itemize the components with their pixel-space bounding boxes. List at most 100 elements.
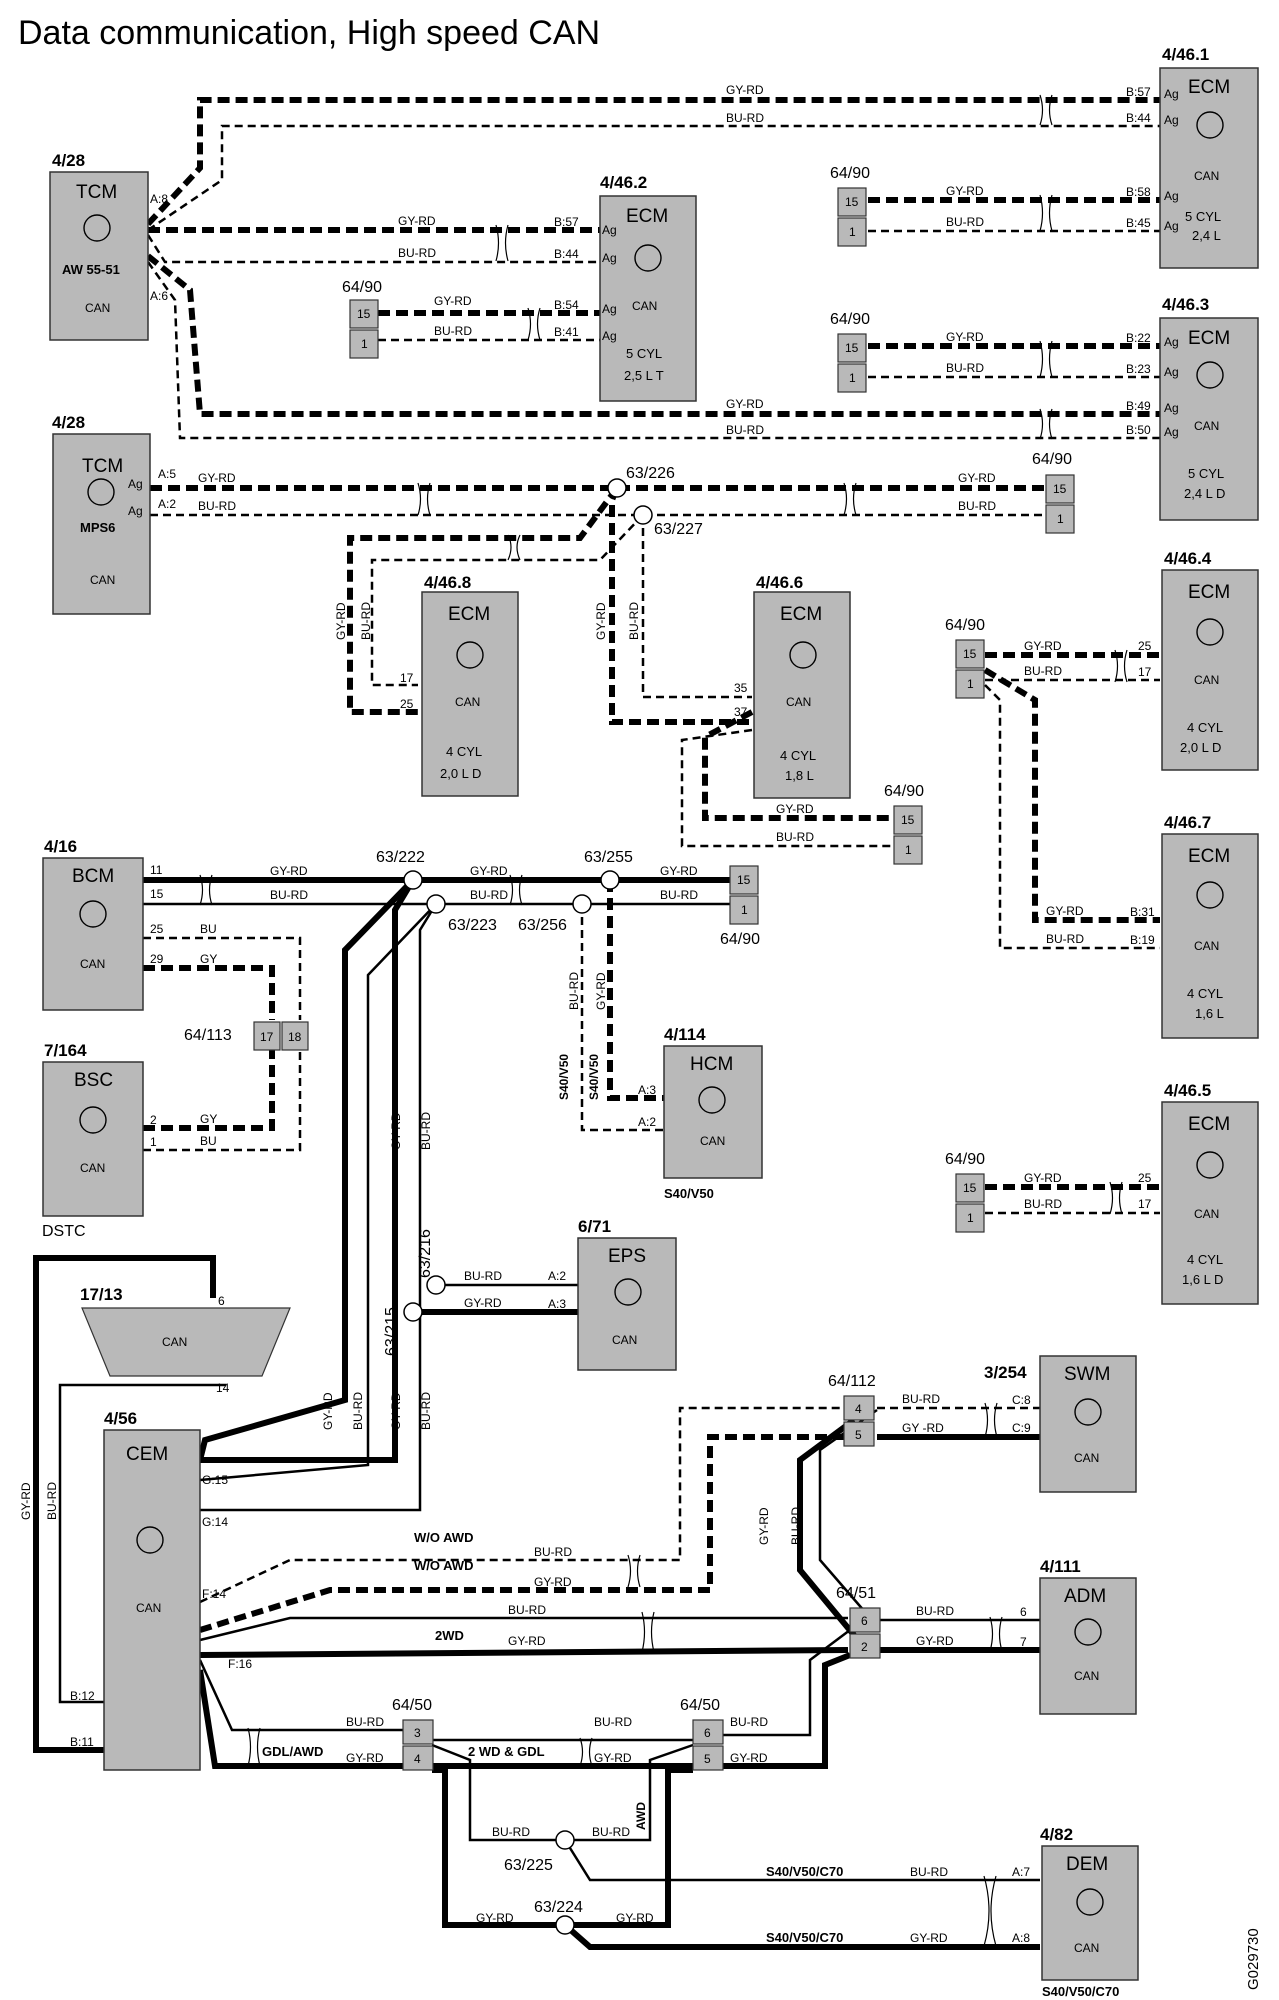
svg-text:GY-RD: GY-RD (757, 1507, 771, 1545)
svg-text:25: 25 (400, 697, 414, 711)
svg-text:Ag: Ag (1164, 189, 1179, 203)
bcm-transistor-icon (79, 900, 107, 928)
svg-text:GY-RD: GY-RD (270, 864, 308, 878)
ecm-4463-line2: 2,4 L D (1184, 486, 1225, 501)
ecm-4466-line1: 4 CYL (780, 748, 816, 763)
ecm-4464-box (1161, 569, 1259, 771)
svg-text:BU-RD: BU-RD (916, 1604, 954, 1618)
svg-text:2: 2 (861, 1640, 868, 1654)
ecm-4464-name: ECM (1188, 582, 1230, 603)
svg-text:B:49: B:49 (1126, 399, 1151, 413)
ecm-4461-name: ECM (1188, 77, 1230, 98)
connector-6490-bcm: 151 64/90 (720, 865, 760, 948)
tcm-mps6-transistor-icon (87, 478, 115, 506)
svg-text:BU-RD: BU-RD (346, 1715, 384, 1729)
wire-gyrd-gdl-awd (197, 1669, 403, 1769)
svg-text:BU-RD: BU-RD (492, 1825, 530, 1839)
svg-text:BU: BU (200, 922, 217, 936)
svg-text:1: 1 (1057, 512, 1064, 526)
svg-text:1: 1 (905, 843, 912, 857)
ecm-4462-box (599, 195, 697, 402)
wire-burd-6450r-s225 (565, 1743, 694, 1842)
wire-gyrd-wo-awd (199, 1434, 854, 1633)
svg-text:63/216: 63/216 (417, 1229, 434, 1278)
svg-text:Ag: Ag (128, 504, 143, 518)
ecm-4461-line1: 5 CYL (1185, 209, 1221, 224)
wire-bu-bsc-64113 (143, 1050, 302, 1152)
dlc-pin6: 6 (218, 1294, 225, 1308)
svg-text:1: 1 (849, 371, 856, 385)
twist-markers (199, 94, 1128, 1947)
ecm-4462-line1: 5 CYL (626, 346, 662, 361)
svg-text:B:44: B:44 (554, 247, 579, 261)
wire-burd-cem-trunk-b (200, 903, 438, 1512)
ecm-4462-module: 4/46.2 ECM CAN 5 CYL 2,5 L T (599, 173, 697, 402)
svg-text:4: 4 (855, 1402, 862, 1416)
svg-text:64/90: 64/90 (342, 279, 382, 296)
wire-burd-2wd (199, 1616, 848, 1642)
svg-text:63/255: 63/255 (584, 849, 633, 866)
svg-text:B:19: B:19 (1130, 933, 1155, 947)
svg-text:A:3: A:3 (548, 1297, 566, 1311)
wire-gyrd-2wd (199, 1647, 849, 1658)
svg-text:1: 1 (150, 1135, 157, 1149)
wire-burd-dlc (58, 1383, 226, 1704)
bcm-module: 4/16 BCM CAN (42, 837, 144, 1011)
adm-name: ADM (1064, 1586, 1106, 1607)
svg-text:GY-RD: GY-RD (19, 1482, 33, 1520)
wire-burd-gdl-awd (198, 1659, 403, 1732)
svg-text:BU-RD: BU-RD (730, 1715, 768, 1729)
ecm-4462-line2: 2,5 L T (624, 368, 664, 383)
ecm-4468-name: ECM (448, 604, 490, 625)
svg-text:A:8: A:8 (150, 192, 168, 206)
svg-text:BU-RD: BU-RD (789, 1507, 803, 1545)
bsc-dstc-label: DSTC (42, 1223, 86, 1240)
wire-burd-tcm-ecm4462 (146, 234, 600, 264)
svg-text:3: 3 (414, 1726, 421, 1740)
swm-transistor-icon (1074, 1398, 1102, 1426)
svg-text:GY-RD: GY-RD (321, 1392, 335, 1430)
svg-text:Ag: Ag (1164, 365, 1179, 379)
svg-text:6: 6 (704, 1726, 711, 1740)
svg-text:1: 1 (361, 337, 368, 351)
svg-text:A:3: A:3 (638, 1083, 656, 1097)
ecm-4466-can-label: CAN (786, 695, 811, 709)
svg-text:AWD: AWD (634, 1802, 648, 1830)
connector-6450-left: 64/50 34 (392, 1697, 434, 1771)
svg-text:Ag: Ag (128, 477, 143, 491)
ecm-4467-line2: 1,6 L (1195, 1006, 1224, 1021)
eps-box (577, 1237, 677, 1371)
cem-box (103, 1429, 201, 1771)
ecm-4461-module: 4/46.1 ECM 5 CYL 2,4 L CAN (1159, 45, 1259, 269)
svg-text:W/O AWD: W/O AWD (414, 1530, 473, 1545)
svg-text:B:12: B:12 (70, 1689, 95, 1703)
svg-text:15: 15 (357, 307, 371, 321)
svg-text:BU-RD: BU-RD (534, 1545, 572, 1559)
eps-module: 6/71 EPS CAN (577, 1217, 677, 1371)
cem-module: 4/56 CEM CAN (103, 1409, 201, 1771)
svg-text:6: 6 (1020, 1605, 1027, 1619)
hcm-box (663, 1045, 763, 1179)
svg-text:GY-RD: GY-RD (1024, 639, 1062, 653)
swm-can-label: CAN (1074, 1451, 1099, 1465)
ecm-4467-box (1161, 833, 1259, 1039)
hcm-name: HCM (690, 1054, 733, 1075)
svg-text:17: 17 (1138, 665, 1152, 679)
ecm-4463-module: 4/46.3 ECM CAN 5 CYL 2,4 L D (1159, 295, 1259, 521)
svg-text:BU-RD: BU-RD (594, 1715, 632, 1729)
ecm-4464-ref: 4/46.4 (1164, 549, 1212, 568)
splice-labels: 63/226 63/227 63/222 63/223 63/255 63/25… (376, 465, 703, 1916)
svg-text:C:9: C:9 (1012, 1421, 1031, 1435)
ecm-4461-transistor-icon (1196, 111, 1224, 139)
tcm-aw5551-box (49, 171, 149, 341)
svg-text:G:14: G:14 (202, 1515, 228, 1529)
svg-text:S40/V50: S40/V50 (557, 1054, 571, 1100)
ecm-4467-module: 4/46.7 ECM CAN 4 CYL 1,6 L (1161, 813, 1259, 1039)
svg-text:GDL/AWD: GDL/AWD (262, 1744, 323, 1759)
eps-ref: 6/71 (578, 1217, 611, 1236)
svg-text:GY-RD: GY-RD (198, 471, 236, 485)
wire-gy-bcm-64113 (143, 965, 275, 1020)
svg-text:63/226: 63/226 (626, 465, 675, 482)
ecm-4468-ref: 4/46.8 (424, 573, 471, 592)
connector-6490-ecm4466: 64/90 151 (884, 783, 924, 865)
